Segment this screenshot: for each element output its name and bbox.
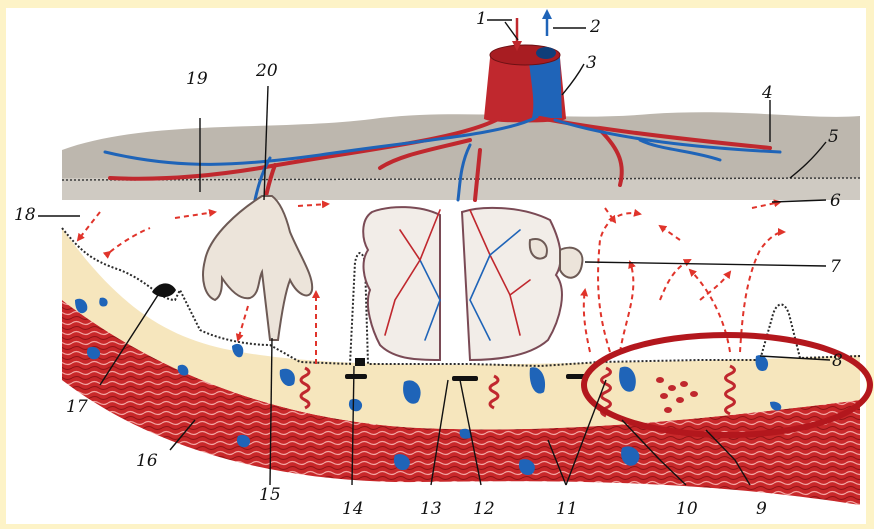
cord-vein-lumen [536,47,556,59]
label-20: 20 [255,61,278,81]
label-6: 6 [830,191,841,211]
label-2: 2 [589,17,601,37]
label-14: 14 [342,499,364,519]
label-19: 19 [186,69,208,89]
label-4: 4 [761,83,773,103]
label-13: 13 [420,499,442,519]
label-10: 10 [676,499,698,519]
label-12: 12 [473,499,495,519]
label-7: 7 [830,257,841,277]
villus-fragment [530,239,547,259]
label-18: 18 [14,205,36,225]
label-11: 11 [556,499,578,519]
label-17: 17 [66,397,88,417]
label-3: 3 [586,53,597,73]
label-1: 1 [476,9,487,29]
label-15: 15 [259,485,281,505]
label-9: 9 [756,499,767,519]
label-5: 5 [828,127,839,147]
label-16: 16 [136,451,158,471]
label-8: 8 [832,351,843,371]
villus-fragment [560,248,582,278]
